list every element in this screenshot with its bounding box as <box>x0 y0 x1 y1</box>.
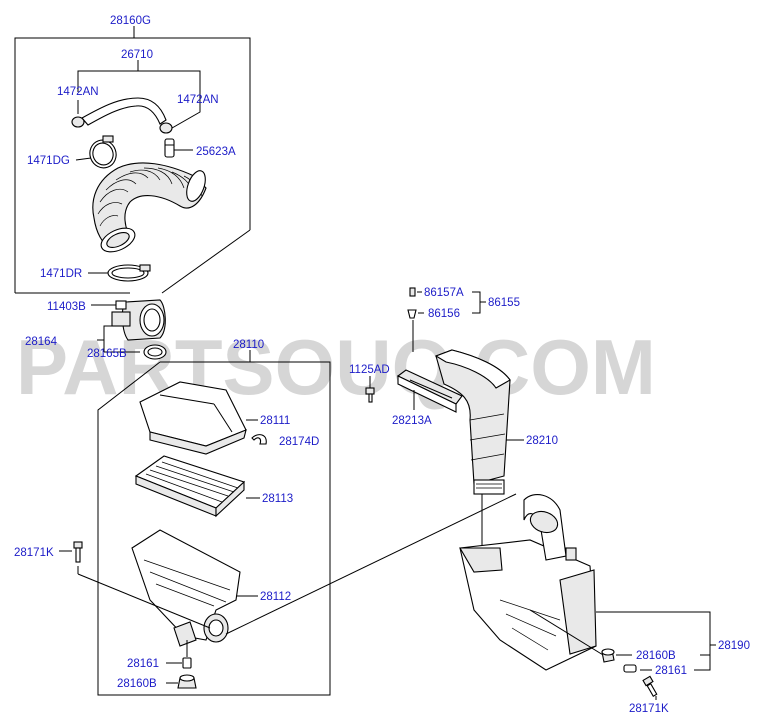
label-1125AD: 1125AD <box>349 364 390 376</box>
bushing-28161-left <box>166 640 192 669</box>
clamp-1471DR <box>88 264 151 282</box>
clamp-1471DG <box>75 135 117 169</box>
label-28160B-b: 28160B <box>636 650 676 662</box>
connector-28112-28190 <box>225 493 517 635</box>
gasket-28165B <box>143 344 167 360</box>
watermark: PARTSOUQ.COM <box>16 323 656 411</box>
label-28210: 28210 <box>526 435 558 447</box>
bolt-28171K-left <box>59 541 211 629</box>
label-28171K-b: 28171K <box>629 703 669 715</box>
air-filter-28113 <box>134 455 260 518</box>
label-28174D: 28174D <box>279 436 319 448</box>
intake-hose-bellows <box>92 162 207 253</box>
bracket-86155 <box>472 291 481 314</box>
cleaner-cover-28111 <box>139 381 258 455</box>
fastener-86157A <box>409 287 422 297</box>
label-28160B-a: 28160B <box>117 678 157 690</box>
label-28161-b: 28161 <box>655 665 687 677</box>
intake-duct-28210 <box>434 349 524 548</box>
label-86157A: 86157A <box>424 287 464 299</box>
group-box-28160G <box>14 26 251 294</box>
airflow-sensor-28164 <box>91 299 166 353</box>
label-28190: 28190 <box>718 640 750 652</box>
fitting-25623A <box>164 138 193 158</box>
label-28111: 28111 <box>260 415 290 427</box>
breather-hose <box>71 97 173 134</box>
label-26710: 26710 <box>121 49 153 61</box>
label-28110: 28110 <box>233 339 264 351</box>
label-1472AN-b: 1472AN <box>177 94 219 106</box>
label-28160G: 28160G <box>110 15 151 27</box>
bracket-28213A <box>396 369 463 413</box>
label-86156: 86156 <box>428 308 460 320</box>
label-1472AN-a: 1472AN <box>57 86 99 98</box>
label-28161-a: 28161 <box>127 658 159 670</box>
label-28112: 28112 <box>260 591 291 603</box>
clip-28174D <box>251 434 267 445</box>
bushing-28161-right <box>623 664 652 673</box>
label-11403B: 11403B <box>47 301 86 313</box>
resonator-28190 <box>459 494 716 671</box>
grommet-28160B-right <box>601 648 632 663</box>
label-25623A: 25623A <box>196 146 236 158</box>
label-1471DG: 1471DG <box>27 155 70 167</box>
label-1471DR: 1471DR <box>40 268 82 280</box>
bolt-28171K-right <box>642 675 658 700</box>
grommet-28160B-left <box>166 674 197 689</box>
group-box-28110 <box>97 350 331 696</box>
label-28171K-a: 28171K <box>14 547 54 559</box>
label-28113: 28113 <box>262 493 293 505</box>
label-28165B: 28165B <box>87 348 127 360</box>
label-86155: 86155 <box>488 297 520 309</box>
cleaner-body-28112 <box>131 529 258 647</box>
label-28164: 28164 <box>25 336 58 348</box>
clip-86156 <box>407 309 424 352</box>
label-28213A: 28213A <box>392 415 432 427</box>
leader-26710 <box>77 60 201 129</box>
bolt-1125AD <box>365 376 375 403</box>
